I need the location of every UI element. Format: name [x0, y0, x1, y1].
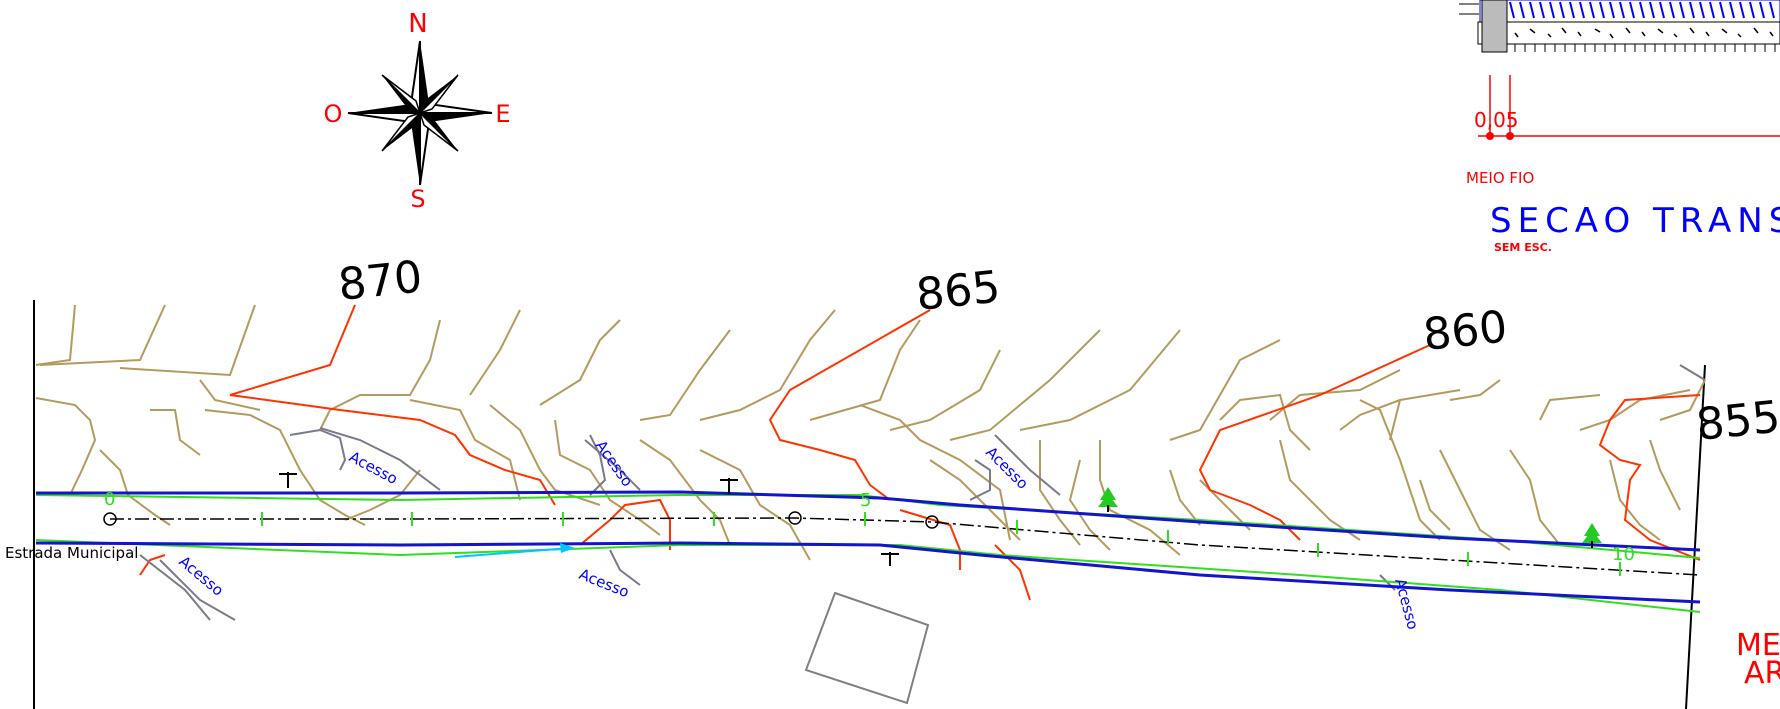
road-edge-north — [36, 490, 1701, 552]
utility-pole-icon — [720, 478, 738, 494]
tree-icon — [1582, 523, 1602, 548]
section-dimension-label: 0,05 — [1474, 108, 1519, 132]
station-ticks — [261, 512, 1621, 576]
contour-label-855: 855 — [1694, 391, 1780, 450]
access-paths — [139, 364, 1706, 621]
utility-pole-icon — [279, 472, 297, 488]
edge-label-line2: AR — [1744, 656, 1780, 691]
contour-label-860: 860 — [1421, 301, 1510, 360]
compass-west-label: O — [324, 100, 343, 128]
section-title: SECAO TRANS — [1490, 201, 1780, 241]
survey-point — [103, 512, 117, 526]
cross-section-detail — [1459, 0, 1780, 140]
contour-label-865: 865 — [914, 261, 1003, 320]
flow-arrow-icon — [454, 543, 575, 558]
utility-pole-icon — [881, 552, 899, 566]
edge-label-line1: ME — [1736, 628, 1780, 663]
survey-point — [925, 515, 939, 529]
building-outline — [804, 591, 930, 705]
station-label-10: 10 — [1612, 544, 1635, 565]
section-curb-label: MEIO FIO — [1466, 169, 1534, 187]
compass-north-label: N — [408, 9, 427, 39]
index-contour-lines — [139, 304, 1701, 601]
compass-rose-icon — [347, 40, 493, 186]
compass-east-label: E — [495, 100, 510, 128]
survey-point — [788, 511, 802, 525]
access-label: Acesso — [175, 552, 227, 599]
station-label-5: 5 — [860, 490, 871, 511]
road-edge-south — [35, 541, 1701, 604]
access-label: Acesso — [346, 448, 401, 488]
road-name-label: Estrada Municipal — [5, 544, 138, 562]
station-label-0: 0 — [104, 489, 115, 510]
shoulder-line-south — [35, 539, 1701, 613]
access-label: Acesso — [577, 565, 632, 601]
compass-south-label: S — [410, 185, 425, 213]
contour-label-870: 870 — [336, 251, 425, 310]
section-scale-label: SEM ESC. — [1494, 241, 1552, 254]
drawing-frame-right — [1685, 364, 1706, 709]
tree-icon — [1098, 487, 1118, 512]
